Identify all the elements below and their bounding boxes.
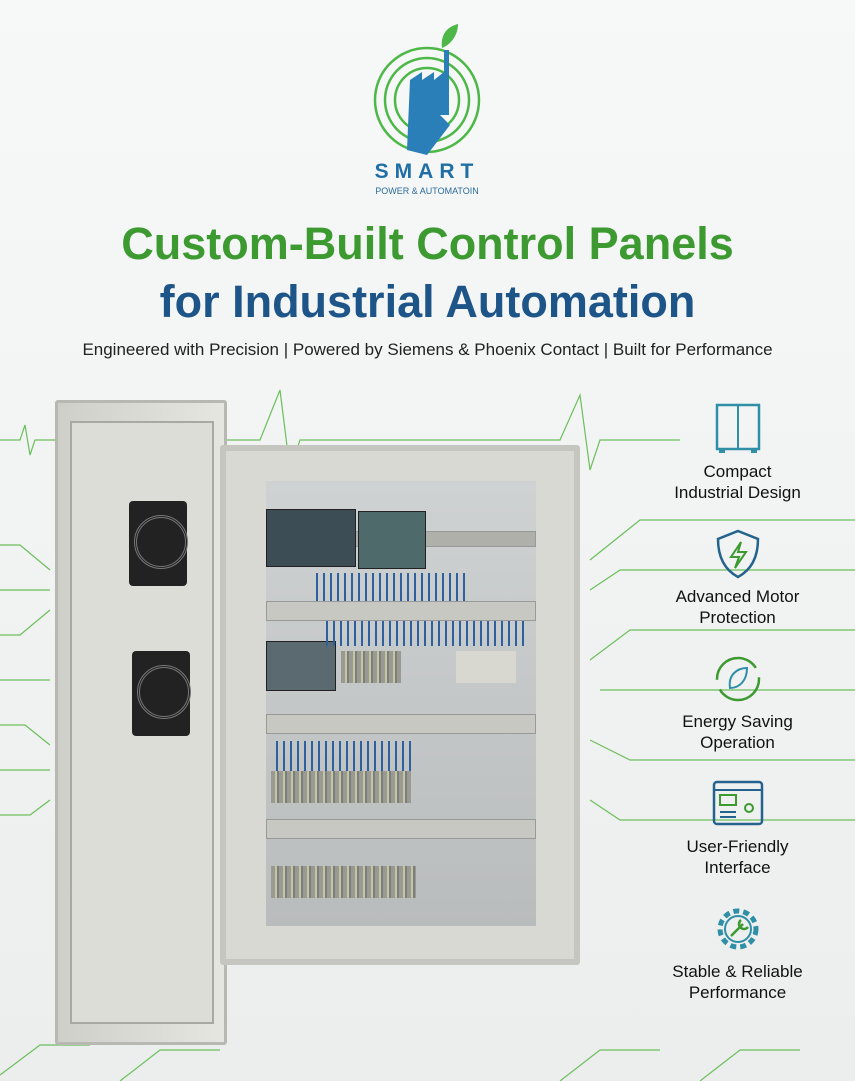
feature-title: Operation	[700, 733, 775, 752]
feature-compact-design: Compact Industrial Design	[630, 403, 845, 503]
plc-module	[266, 509, 356, 567]
feature-stable-reliable: Stable & Reliable Performance	[630, 903, 845, 1003]
feature-title: Energy Saving	[682, 712, 793, 731]
logo-brand-text: SMART	[374, 160, 480, 183]
feature-title: Industrial Design	[674, 483, 801, 502]
feature-title: User-Friendly	[686, 837, 789, 856]
shield-bolt-icon	[716, 529, 759, 579]
cabinet-icon	[715, 403, 760, 453]
tagline: Engineered with Precision | Powered by S…	[82, 340, 773, 359]
headline-line1: Custom-Built Control Panels	[121, 218, 734, 269]
feature-energy-saving: Energy Saving Operation	[630, 653, 845, 753]
feature-title: Interface	[704, 858, 771, 877]
control-cabinet	[220, 445, 580, 965]
cabinet-door	[55, 400, 227, 1045]
logo-subtitle: POWER & AUTOMATOIN	[375, 186, 479, 196]
feature-title: Protection	[699, 608, 776, 627]
gear-wrench-icon	[717, 908, 758, 950]
feature-title: Performance	[688, 983, 787, 1002]
fan-icon	[132, 651, 191, 736]
feature-motor-protection: Advanced Motor Protection	[630, 528, 845, 628]
feature-title: Compact	[703, 462, 772, 481]
leaf-cycle-icon	[715, 656, 760, 702]
feature-title: Stable & Reliable	[672, 962, 803, 981]
logo-emblem-icon	[373, 24, 481, 155]
headline-line2: for Industrial Automation	[159, 276, 696, 327]
io-modules	[358, 511, 426, 569]
logo-controller	[266, 641, 336, 691]
fan-icon	[129, 501, 188, 586]
feature-title: Advanced Motor	[675, 587, 800, 606]
company-logo: SMART POWER & AUTOMATOIN	[352, 20, 502, 200]
mounting-plate	[266, 481, 536, 926]
feature-user-friendly: User-Friendly Interface	[630, 778, 845, 878]
interface-panel-icon	[712, 780, 763, 826]
